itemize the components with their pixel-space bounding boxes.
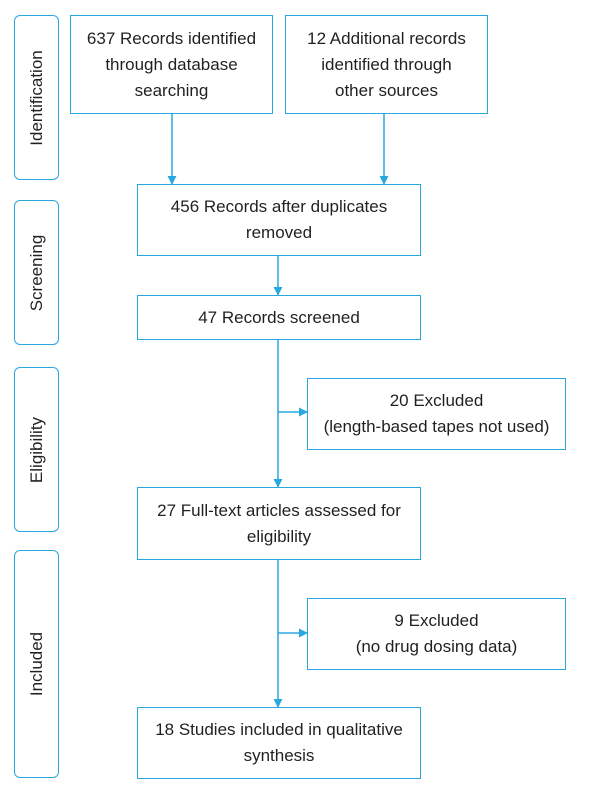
phase-included: Included: [14, 550, 59, 778]
additional-records-line-3: other sources: [335, 80, 438, 100]
box-records-screened: 47 Records screened: [137, 295, 421, 340]
box-excluded-1: 20 Excluded (length-based tapes not used…: [307, 378, 566, 450]
records-identified-line-3: searching: [134, 80, 209, 100]
phase-identification: Identification: [14, 15, 59, 180]
records-screened-line-1: 47 Records screened: [198, 307, 360, 327]
box-records-identified: 637 Records identified through database …: [70, 15, 273, 114]
full-text-line-1: 27 Full-text articles assessed for: [157, 500, 401, 520]
box-full-text-articles: 27 Full-text articles assessed for eligi…: [137, 487, 421, 560]
box-additional-records: 12 Additional records identified through…: [285, 15, 488, 114]
phase-eligibility: Eligibility: [14, 367, 59, 532]
after-duplicates-line-1: 456 Records after duplicates: [170, 197, 388, 216]
additional-records-line-1: 12 Additional records: [307, 28, 466, 48]
box-studies-included: 18 Studies included in qualitative synth…: [137, 707, 421, 779]
records-identified-line-1: 637 Records identified: [86, 28, 257, 48]
phase-screening: Screening: [14, 200, 59, 345]
box-after-duplicates: 456 Records after duplicates removed: [137, 184, 421, 256]
studies-included-line-1: 18 Studies included in qualitative: [155, 720, 403, 739]
box-excluded-2: 9 Excluded (no drug dosing data): [307, 598, 566, 670]
records-identified-line-2: through database: [105, 54, 238, 74]
after-duplicates-line-2: removed: [245, 223, 313, 242]
excluded-2-line-2: (no drug dosing data): [355, 637, 518, 656]
excluded-1-line-1: 20 Excluded: [389, 391, 484, 410]
excluded-1-line-2: (length-based tapes not used): [323, 417, 550, 436]
full-text-line-2: eligibility: [246, 526, 312, 546]
additional-records-line-2: identified through: [321, 54, 452, 74]
studies-included-line-2: synthesis: [243, 746, 315, 765]
excluded-2-line-1: 9 Excluded: [394, 611, 479, 630]
